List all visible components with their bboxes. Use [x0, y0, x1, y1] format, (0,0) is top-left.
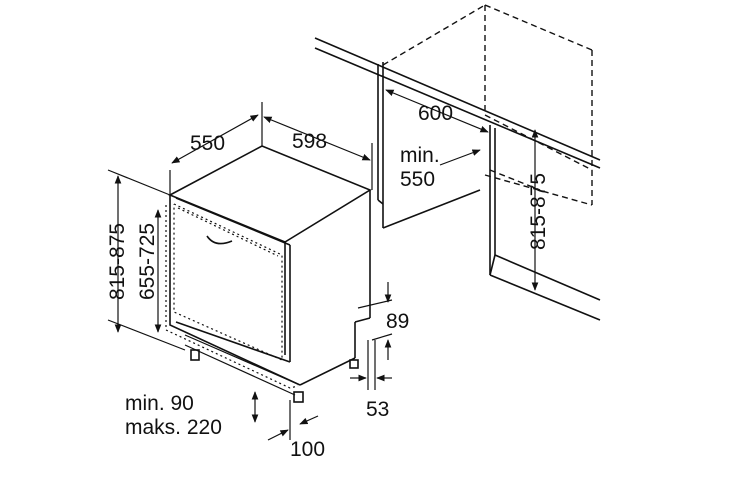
dim-niche-min-label: min.: [400, 144, 440, 167]
dim-niche-width-label: 600: [418, 102, 453, 125]
dim-plinth-max-label: maks. 220: [125, 416, 222, 439]
dim-width-label: 598: [292, 130, 327, 153]
dimension-lines: [107, 89, 539, 441]
dim-door-height-label: 655-725: [136, 223, 159, 300]
dim-plinth-min-label: min. 90: [125, 392, 194, 415]
dishwasher-body: [165, 145, 372, 403]
dim-height-label: 815-875: [106, 223, 129, 300]
dim-niche-min-depth-label: 550: [400, 168, 435, 191]
niche-cabinet: [314, 4, 601, 321]
dim-niche-height-label: 815-875: [527, 173, 550, 250]
dim-depth-label: 550: [190, 132, 225, 155]
dim-plinth-depth-label: 53: [366, 398, 389, 421]
dim-foot-height-label: 100: [290, 438, 325, 461]
dim-plinth-top-label: 89: [386, 310, 409, 333]
